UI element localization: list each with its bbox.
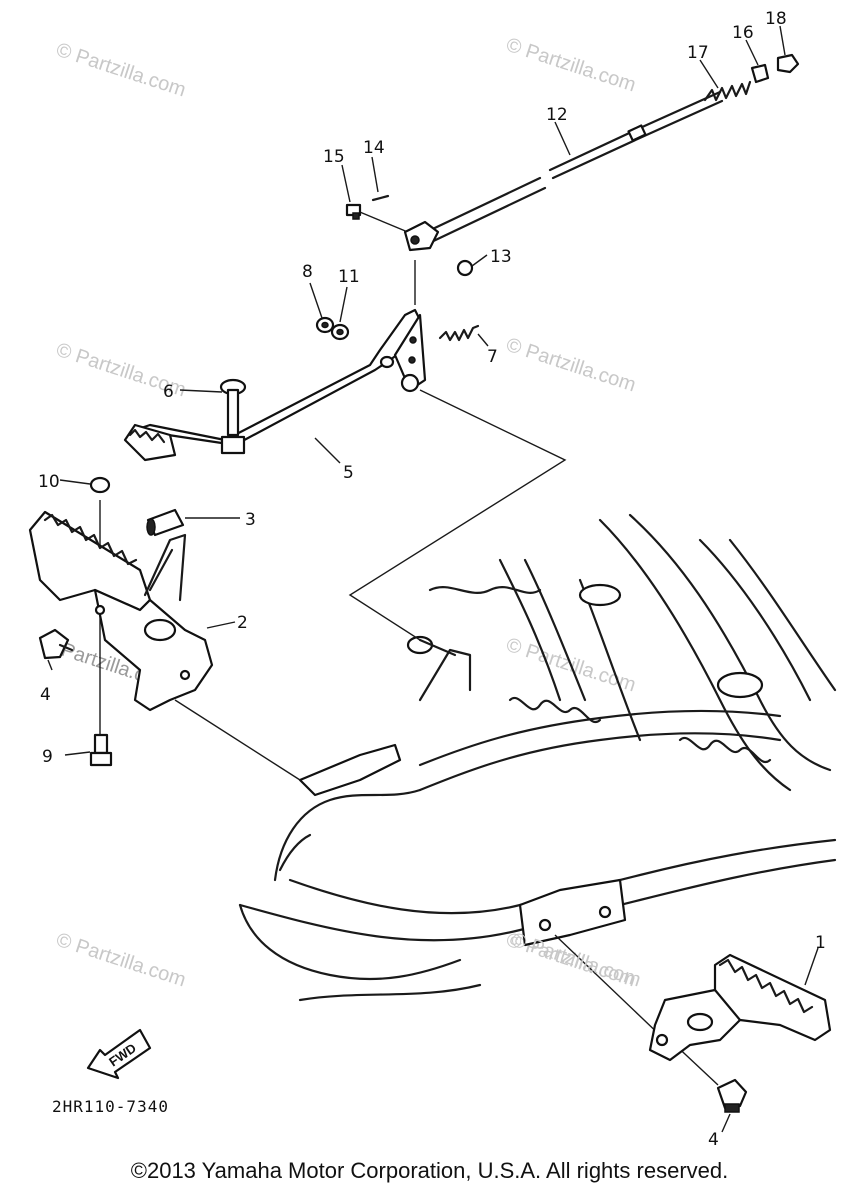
guide-lines	[99, 209, 719, 1086]
drawing-code: 2HR110-7340	[52, 1097, 169, 1116]
footrest-bolt-left	[38, 628, 74, 660]
callout-3: 3	[245, 510, 256, 530]
watermark: © Partzilla.com	[503, 34, 638, 97]
cotter-pin	[371, 194, 390, 202]
copyright-footer: ©2013 Yamaha Motor Corporation, U.S.A. A…	[130, 1158, 729, 1183]
callout-4: 4	[40, 685, 51, 705]
pivot-collar	[146, 508, 185, 537]
vehicle-frame	[238, 513, 837, 1002]
footrest-bolt	[89, 733, 113, 767]
rod-nut	[456, 259, 474, 277]
stopper-bolt	[219, 378, 247, 437]
brake-rod	[403, 90, 724, 252]
watermark: © Partzilla.com	[508, 929, 643, 992]
return-spring	[438, 324, 480, 342]
watermarks: © Partzilla.com © Partzilla.com © Partzi…	[53, 34, 638, 992]
adjusting-nut	[776, 53, 800, 74]
watermark: © Partzilla.com	[53, 929, 188, 992]
callout-7: 7	[487, 347, 498, 367]
callout-labels: 1 2 3 4 5 6 7 8 9 10 11 12 13 14 15 16 1…	[38, 9, 826, 1150]
callout-10: 10	[38, 472, 60, 492]
callout-4-right: 4	[708, 1130, 719, 1150]
rod-spring	[703, 80, 752, 102]
callout-12: 12	[546, 105, 568, 125]
right-footrest	[648, 953, 832, 1062]
clevis-pin	[345, 203, 362, 220]
callout-leaders	[47, 25, 819, 1133]
watermark: © Partzilla.com	[503, 334, 638, 397]
callout-6: 6	[163, 382, 174, 402]
callout-14: 14	[363, 138, 385, 158]
rod-joint	[750, 63, 770, 84]
callout-16: 16	[732, 23, 754, 43]
callout-18: 18	[765, 9, 787, 29]
callout-13: 13	[490, 247, 512, 267]
callout-8: 8	[302, 262, 313, 282]
left-footrest	[28, 510, 214, 712]
callout-2: 2	[237, 613, 248, 633]
callout-11: 11	[338, 267, 360, 287]
callout-9: 9	[42, 747, 53, 767]
washers	[315, 316, 350, 341]
callout-17: 17	[687, 43, 709, 63]
footrest-bolt-right	[716, 1078, 748, 1113]
callout-5: 5	[343, 463, 354, 483]
brake-pedal	[123, 308, 427, 462]
footrest-nut	[89, 476, 111, 494]
forward-arrow-icon: FWD	[86, 1028, 152, 1080]
callout-1: 1	[815, 933, 826, 953]
watermark: © Partzilla.com	[53, 39, 188, 102]
callout-15: 15	[323, 147, 345, 167]
